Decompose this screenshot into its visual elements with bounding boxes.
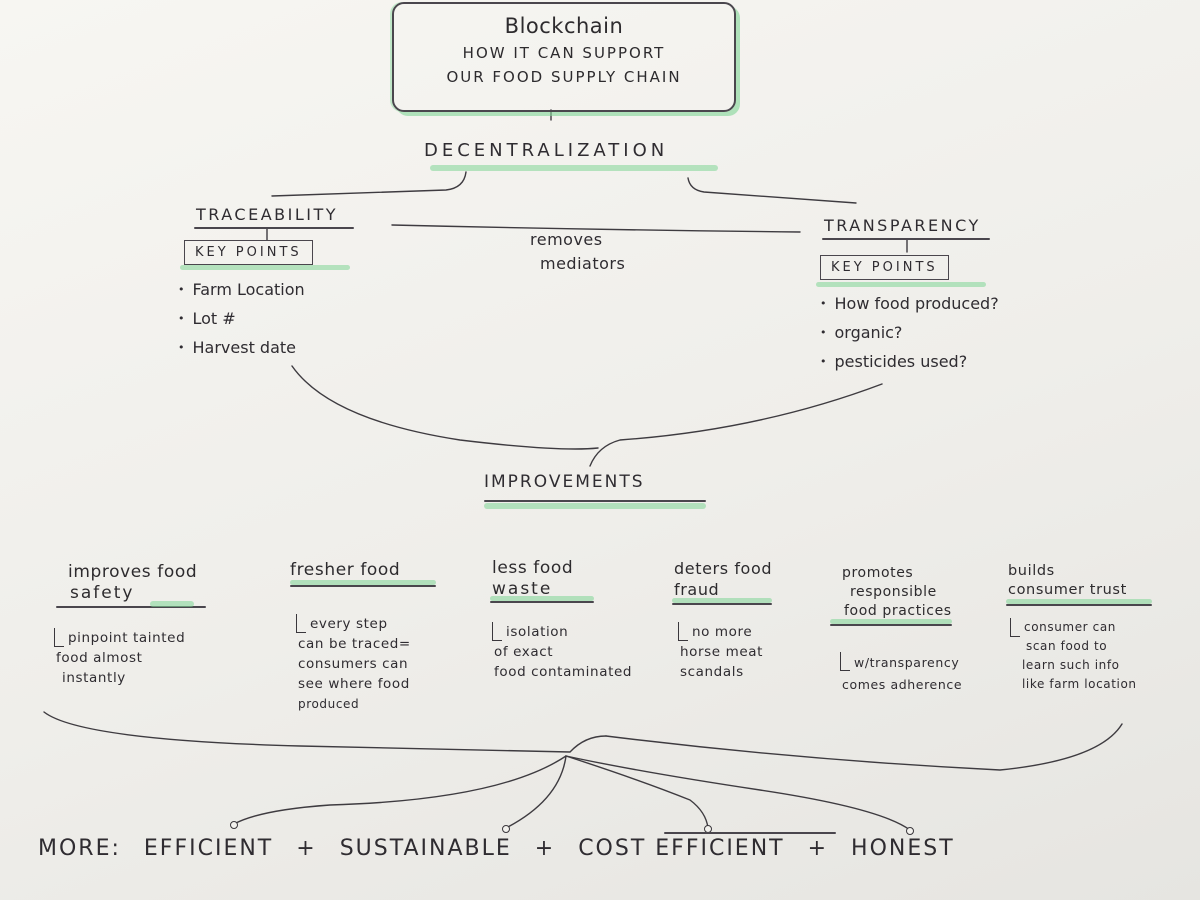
arrow-hook-icon bbox=[296, 614, 306, 633]
connector-dot bbox=[906, 827, 914, 835]
improvement-underline bbox=[830, 624, 952, 626]
title-box: Blockchain HOW IT CAN SUPPORT OUR FOOD S… bbox=[392, 2, 736, 112]
improvement-heading: improves food safety bbox=[68, 562, 198, 603]
transparency-item: pesticides used? bbox=[820, 348, 999, 377]
improvement-underline bbox=[1006, 604, 1152, 606]
arrow-hook-icon bbox=[1010, 618, 1020, 637]
transparency-underline bbox=[822, 238, 990, 240]
footer-summary: MORE: EFFICIENT + SUSTAINABLE + COST EFF… bbox=[38, 836, 969, 861]
improvement-highlight bbox=[1006, 599, 1152, 604]
title-line-3: OUR FOOD SUPPLY CHAIN bbox=[446, 68, 682, 86]
transparency-label: TRANSPARENCY bbox=[824, 216, 981, 235]
traceability-item: Lot # bbox=[178, 305, 305, 334]
improvement-note: no more horse meat scandals bbox=[678, 622, 764, 680]
improvement-highlight bbox=[490, 596, 594, 601]
improvement-underline bbox=[56, 606, 206, 608]
title-line-2: HOW IT CAN SUPPORT bbox=[462, 44, 666, 62]
connector-dot bbox=[502, 825, 510, 833]
decentralization-right-branch bbox=[687, 177, 857, 204]
transparency-item: How food produced? bbox=[820, 290, 999, 319]
transparency-key-points-box: KEY POINTS bbox=[820, 255, 949, 280]
footer-item: COST EFFICIENT bbox=[578, 836, 785, 861]
traceability-key-points-highlight bbox=[180, 265, 350, 270]
footer-plus: + bbox=[534, 836, 556, 861]
improvement-highlight bbox=[672, 598, 772, 603]
footer-item: EFFICIENT bbox=[143, 836, 274, 861]
transparency-improvements-curve bbox=[589, 383, 883, 467]
fan-honest bbox=[565, 755, 911, 831]
cost-efficient-overline bbox=[664, 832, 836, 834]
decentralization-label: DECENTRALIZATION bbox=[424, 140, 669, 161]
improvement-note: isolation of exact food contaminated bbox=[492, 622, 633, 680]
traceability-list: Farm Location Lot # Harvest date bbox=[178, 276, 305, 363]
decentralization-left-branch bbox=[271, 171, 467, 197]
improvement-highlight bbox=[290, 580, 436, 585]
footer-plus: + bbox=[296, 836, 317, 861]
improvement-note: pinpoint tainted food almost instantly bbox=[54, 628, 186, 686]
improvement-heading: deters food fraud bbox=[674, 559, 773, 599]
removes-label: removes bbox=[530, 230, 603, 249]
footer-plus: + bbox=[807, 836, 829, 861]
footer-item: SUSTAINABLE bbox=[339, 836, 512, 861]
mediators-label: mediators bbox=[540, 254, 626, 273]
fan-cost-efficient bbox=[565, 755, 709, 829]
improvement-heading: fresher food bbox=[290, 560, 401, 580]
improvement-underline bbox=[290, 585, 436, 587]
improvement-heading: less food waste bbox=[492, 558, 574, 599]
improvement-highlight bbox=[830, 619, 952, 624]
improvements-sweep-right bbox=[605, 723, 1123, 771]
improvement-underline bbox=[490, 601, 594, 603]
improvement-note: consumer can scan food to learn such inf… bbox=[1010, 618, 1137, 694]
fan-sustainable bbox=[505, 755, 567, 829]
traceability-label: TRACEABILITY bbox=[196, 205, 339, 224]
footer-item: HONEST bbox=[851, 836, 955, 861]
mediators-line bbox=[391, 224, 801, 233]
traceability-underline bbox=[194, 227, 354, 229]
improvements-sweep-left bbox=[43, 711, 607, 753]
transparency-key-points-highlight bbox=[816, 282, 986, 287]
decentralization-highlight bbox=[430, 165, 718, 171]
improvement-note: w/transparency comes adherence bbox=[840, 652, 962, 696]
traceability-key-points-box: KEY POINTS bbox=[184, 240, 313, 265]
fan-efficient bbox=[233, 755, 567, 825]
transparency-list: How food produced? organic? pesticides u… bbox=[820, 290, 999, 377]
improvement-underline bbox=[672, 603, 772, 605]
title-main: Blockchain bbox=[504, 14, 624, 38]
connector-dot bbox=[230, 821, 238, 829]
arrow-hook-icon bbox=[840, 652, 850, 671]
arrow-hook-icon bbox=[54, 628, 64, 647]
traceability-improvements-curve bbox=[291, 365, 599, 450]
improvement-heading: builds consumer trust bbox=[1008, 563, 1127, 598]
improvement-heading: promotes responsible food practices bbox=[842, 565, 952, 619]
improvements-underline bbox=[484, 500, 706, 502]
improvement-highlight bbox=[150, 601, 194, 607]
footer-more-label: MORE: bbox=[38, 836, 121, 861]
improvements-label: IMPROVEMENTS bbox=[484, 472, 645, 492]
improvement-note: every step can be traced= consumers can … bbox=[296, 614, 411, 711]
transparency-item: organic? bbox=[820, 319, 999, 348]
traceability-item: Harvest date bbox=[178, 334, 305, 363]
improvements-highlight bbox=[484, 503, 706, 509]
arrow-hook-icon bbox=[678, 622, 688, 641]
arrow-hook-icon bbox=[492, 622, 502, 641]
traceability-item: Farm Location bbox=[178, 276, 305, 305]
